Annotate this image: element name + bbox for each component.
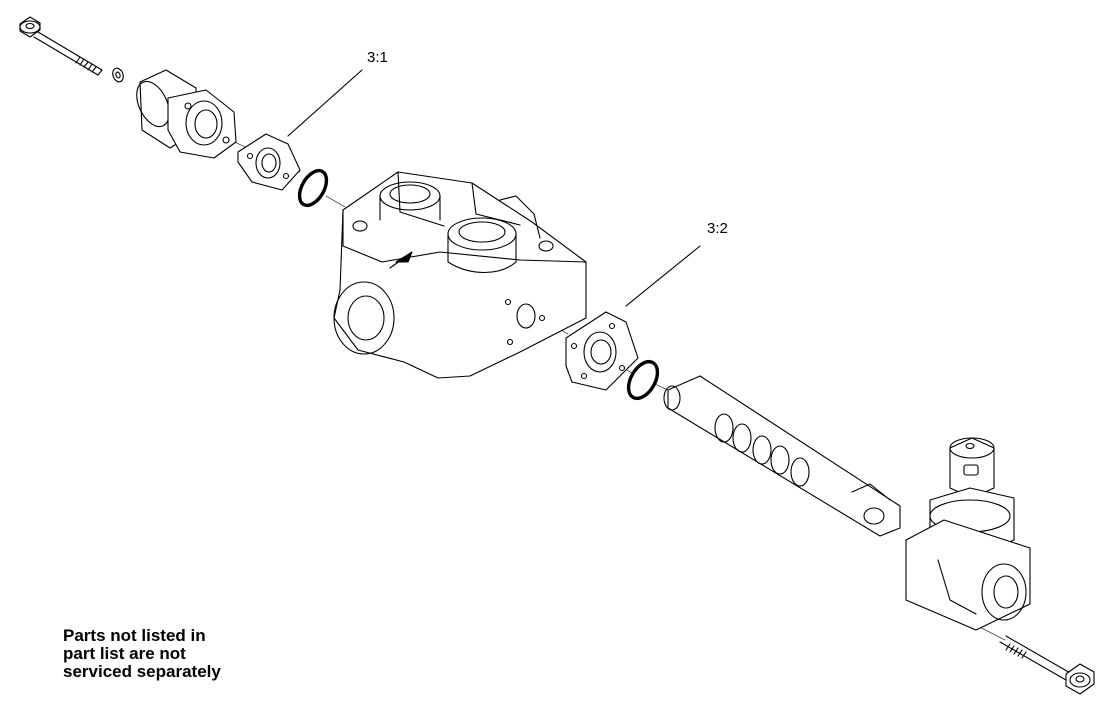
end-cap bbox=[136, 69, 237, 159]
o-ring-2 bbox=[626, 359, 660, 401]
cap-screw-top bbox=[19, 16, 103, 76]
callout-leader-3-2 bbox=[625, 245, 701, 307]
lever-housing bbox=[905, 437, 1031, 631]
callout-label-3-1: 3:1 bbox=[367, 49, 388, 66]
valve-body bbox=[333, 171, 587, 379]
service-note-line: Parts not listed in bbox=[63, 626, 206, 645]
flange-large bbox=[565, 311, 639, 391]
service-note-line: serviced separately bbox=[63, 662, 221, 681]
callout-leader-3-1 bbox=[287, 69, 363, 137]
service-note: Parts not listed in part list are not se… bbox=[63, 627, 221, 681]
lock-washer bbox=[112, 67, 124, 83]
cap-screw-bottom bbox=[999, 635, 1095, 695]
service-note-line: part list are not bbox=[63, 644, 186, 663]
o-ring-1 bbox=[297, 168, 329, 208]
callout-label-3-2: 3:2 bbox=[707, 220, 728, 237]
flange-small bbox=[237, 133, 301, 191]
spool bbox=[663, 375, 901, 537]
